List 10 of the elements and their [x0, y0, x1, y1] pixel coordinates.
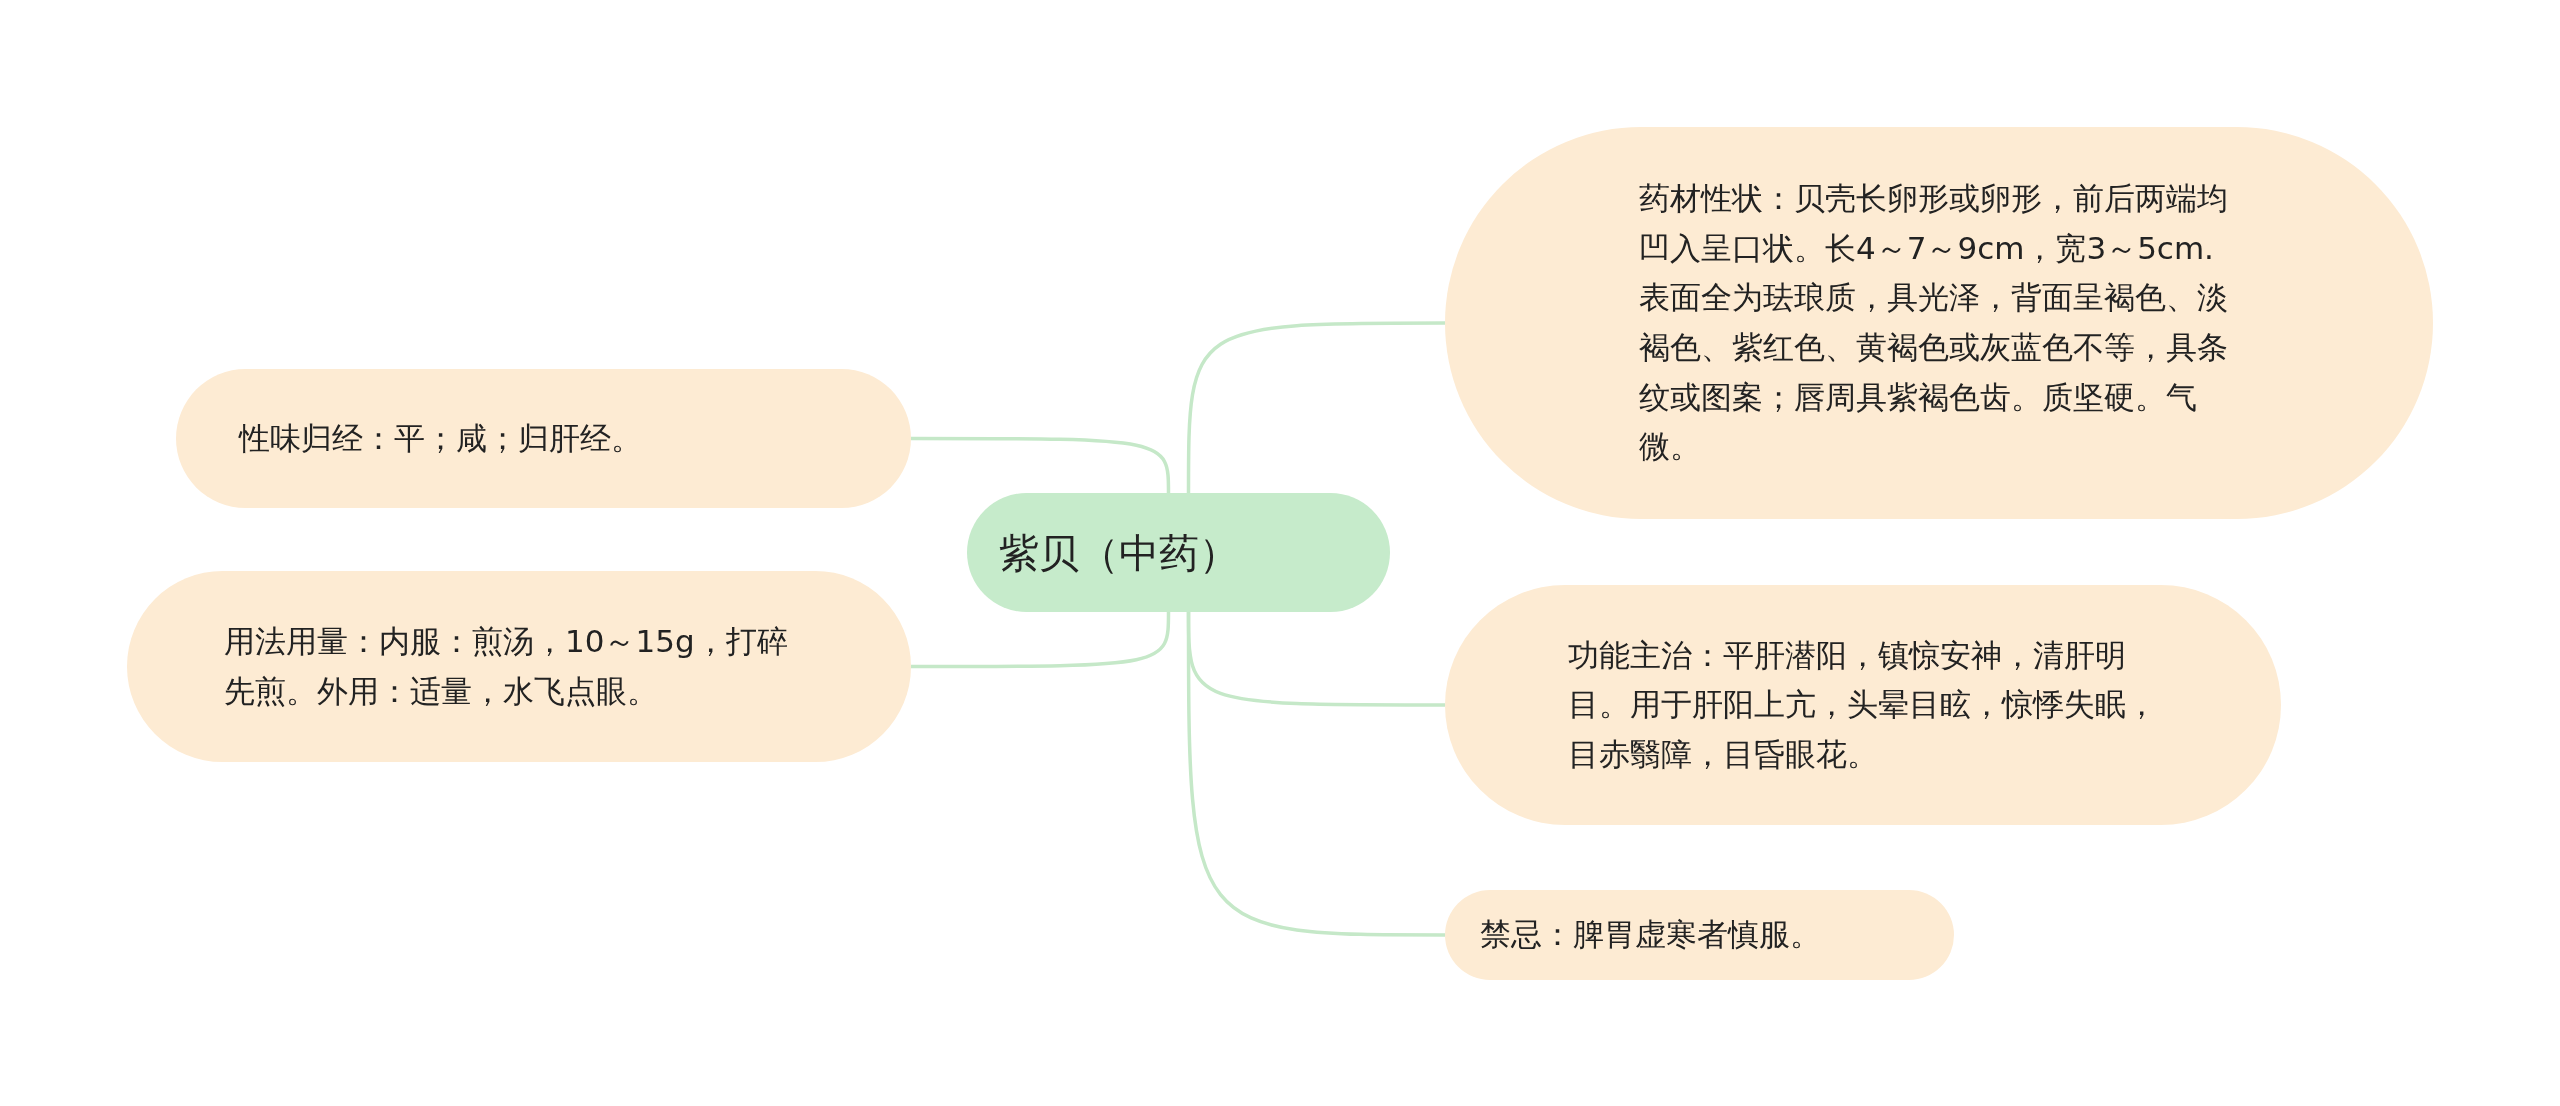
- topic-text: 性味归经：平；咸；归肝经。: [238, 418, 643, 458]
- topic-title: 紫贝（中药）: [998, 528, 1240, 578]
- topic-text: 禁忌：脾胃虚寒者慎服。: [1479, 915, 1822, 955]
- topic-text: 功能主治：平肝潜阳，镇惊安神，清肝明目。用于肝阳上亢，头晕目眩，惊悸失眠，目赤翳障，目昏眼花。: [1568, 635, 2158, 774]
- topic-text: 药材性状：贝壳长卵形或卵形，前后两端均凹入呈口状。长4～7～9cm，宽3～5cm.表面全为珐琅质，具光泽，背面呈褐色、淡褐色、紫红色、黄褐色或灰蓝色不等，具条纹或图案；唇周具紫褐色齿。质坚硬。气微。: [1639, 179, 2229, 467]
- topic-text: 用法用量：内服：煎汤，10～15g，打碎先煎。外用：适量，水飞点眼。: [224, 621, 789, 711]
- connector-line: [911, 611, 1171, 669]
- connector-line: [1186, 321, 1445, 493]
- connector-line: [1186, 612, 1445, 937]
- connector-line: [911, 436, 1171, 494]
